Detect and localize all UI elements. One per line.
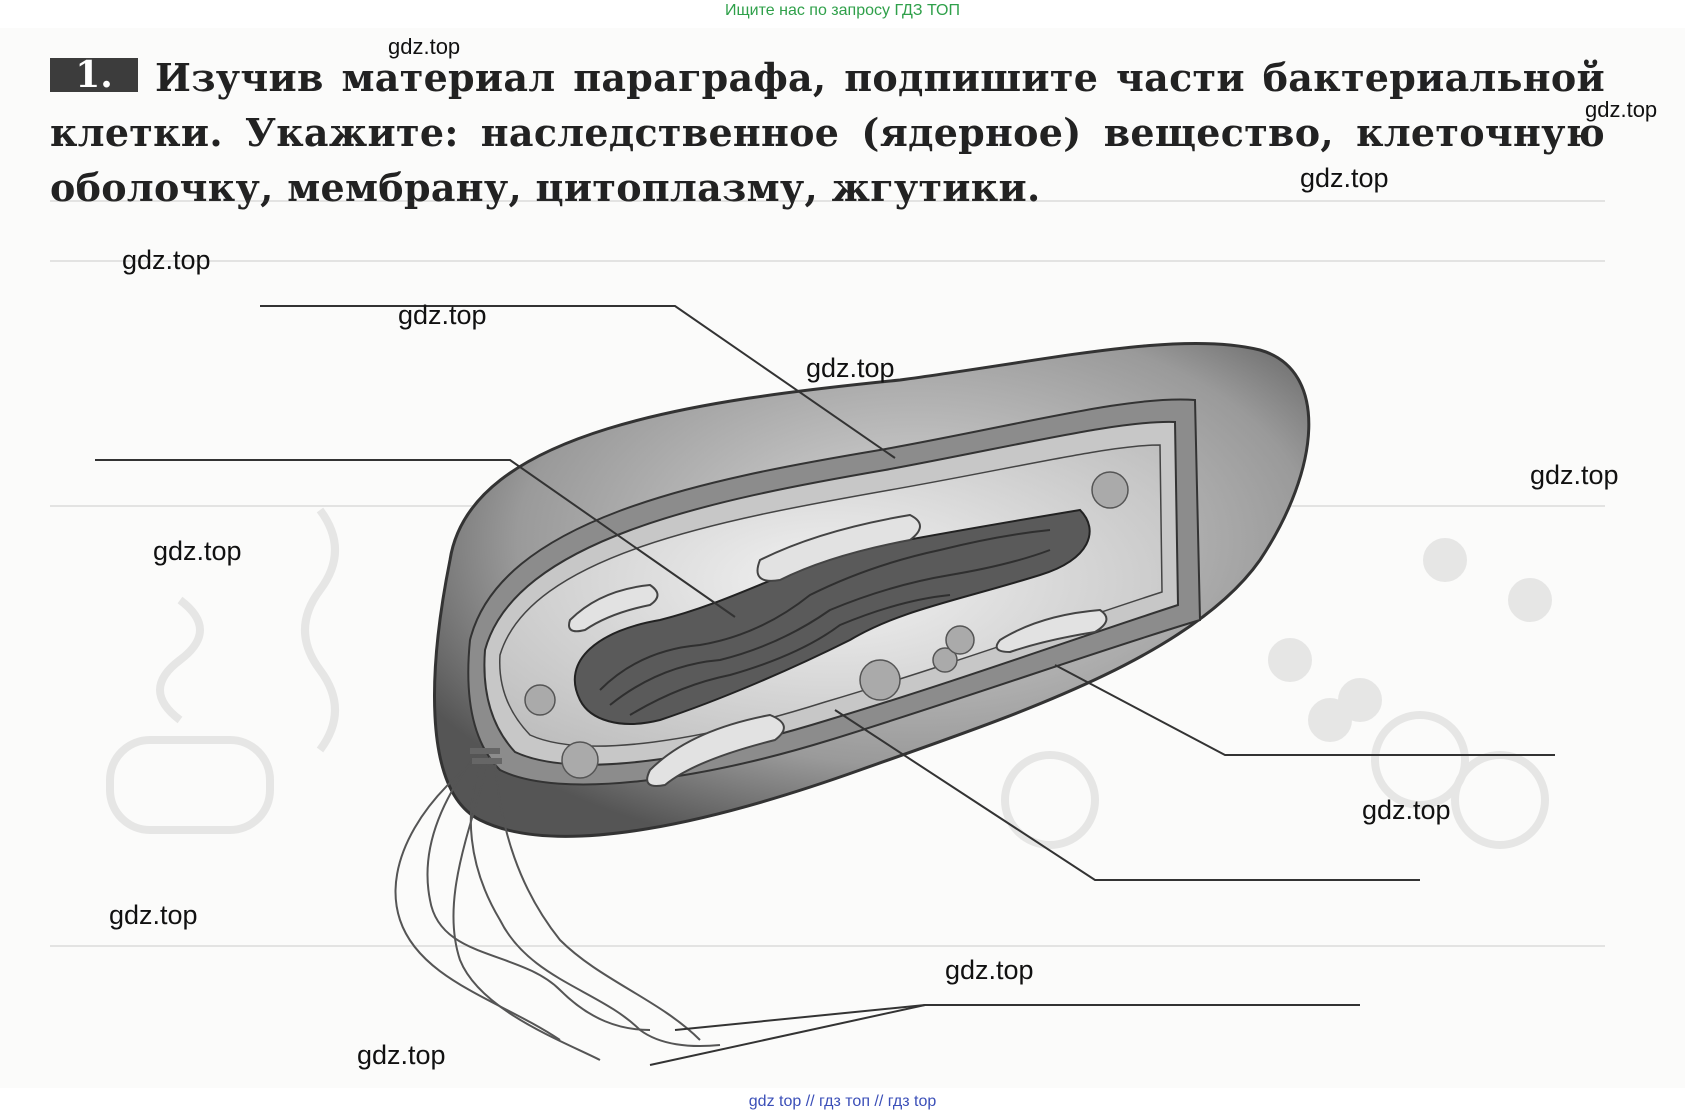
search-hint-link[interactable]: Ищите нас по запросу ГДЗ ТОП: [725, 2, 960, 19]
watermark: gdz.top: [1362, 795, 1451, 825]
footer-links[interactable]: gdz top // гдз топ // гдз top: [748, 1093, 937, 1110]
answer-line-4: [834, 709, 1420, 881]
watermark: gdz.top: [806, 353, 895, 383]
task-number: 1.: [50, 57, 138, 93]
answer-line-2: [95, 459, 736, 618]
internal-membranes: [568, 513, 1108, 787]
watermark: gdz.top: [1585, 97, 1658, 122]
watermark: gdz.top: [388, 34, 461, 59]
watermark: gdz.top: [109, 900, 198, 930]
answer-lines: [95, 305, 1555, 1066]
answer-line-5: [674, 1004, 1360, 1031]
watermark: gdz.top: [1530, 460, 1619, 490]
task-text: Изучив материал параграфа, подпишите час…: [50, 55, 1605, 210]
watermark: gdz.top: [357, 1040, 446, 1070]
watermark: gdz.top: [122, 245, 211, 275]
answer-line-1: [260, 305, 896, 459]
watermark: gdz.top: [398, 300, 487, 330]
watermark: gdz.top: [945, 955, 1034, 985]
flagella-bases: [470, 748, 502, 764]
watermark: gdz.top: [153, 536, 242, 566]
bleed-through-figures: [106, 507, 1552, 849]
flagella: [394, 749, 721, 1061]
nucleoid: [573, 508, 1091, 725]
watermark: gdz.top: [1300, 163, 1389, 193]
nucleoid-strands: [599, 529, 1051, 716]
answer-line-5b: [649, 1004, 926, 1066]
ribosomes: [524, 471, 1129, 779]
answer-line-3: [1054, 664, 1555, 756]
